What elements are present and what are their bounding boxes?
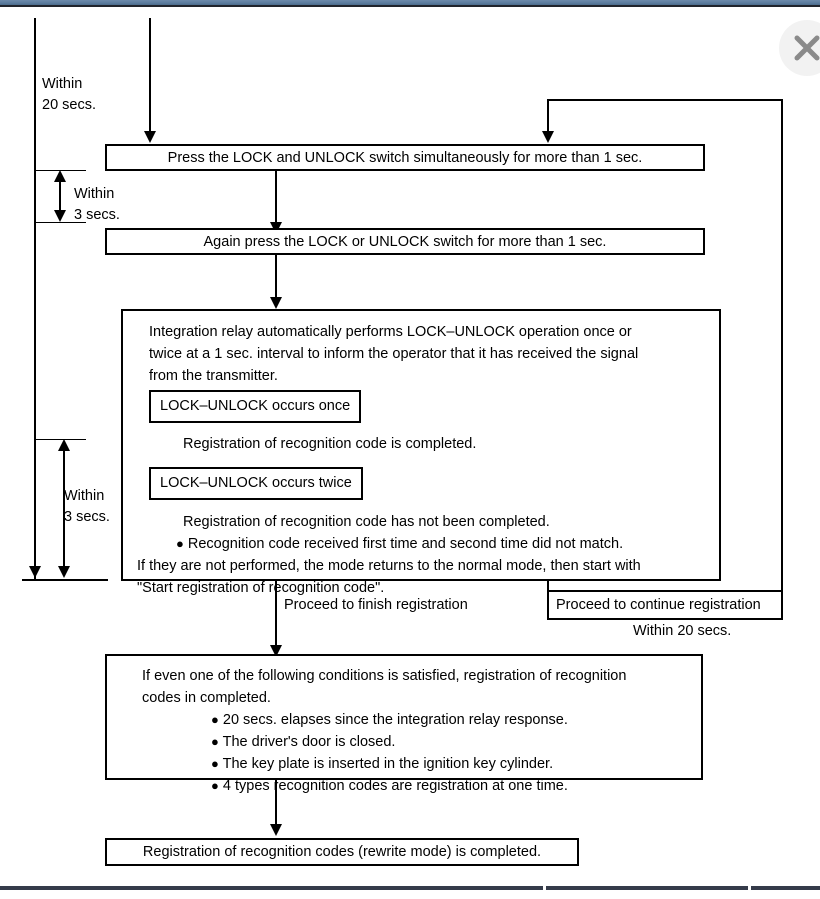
rail-label-3secs-upper-line1: Within <box>74 186 115 202</box>
connector-step1-step2-shaft <box>275 171 277 222</box>
branch-continue-box: Proceed to continue registration <box>547 590 783 620</box>
rail-label-3secs-upper-line2: 3 secs. <box>74 206 120 223</box>
branch-continue-label: Proceed to continue registration <box>556 597 761 613</box>
relay-case-twice-bullet-text: Recognition code received first time and… <box>187 536 624 553</box>
top-chrome-bar <box>0 0 820 5</box>
entry-arrow-shaft <box>149 18 151 131</box>
conditions-bullet-text: 4 types recognition codes are registrati… <box>222 778 568 795</box>
top-chrome-rule <box>0 5 820 7</box>
loop-top-line <box>547 99 783 101</box>
entry-arrow-head <box>144 131 156 143</box>
relay-case-twice-box: LOCK–UNLOCK occurs twice <box>149 467 363 501</box>
rail-arrow-3secs-upper-head-bottom <box>54 210 66 222</box>
step-1-label: Press the LOCK and UNLOCK switch simulta… <box>167 149 643 166</box>
relay-intro-line-1: Integration relay automatically performs… <box>149 324 632 340</box>
bullet-icon: ● <box>176 536 184 552</box>
loop-arrow-head <box>542 131 554 143</box>
branch-finish-label: Proceed to finish registration <box>284 597 468 613</box>
relay-intro-line-2: twice at a 1 sec. interval to inform the… <box>149 346 639 363</box>
connector-conditions-final-head <box>270 824 282 836</box>
rail-label-20secs-line2: 20 secs. <box>42 96 96 113</box>
relay-case-once-box: LOCK–UNLOCK occurs once <box>149 390 362 424</box>
branch-continue-shaft <box>547 581 549 591</box>
relay-case-twice-label: LOCK–UNLOCK occurs twice <box>160 475 352 492</box>
step-2-box: Again press the LOCK or UNLOCK switch fo… <box>105 228 705 255</box>
conditions-bullet-row: ● 20 secs. elapses since the integration… <box>133 709 687 731</box>
step-2-label: Again press the LOCK or UNLOCK switch fo… <box>203 233 607 250</box>
rail-arrow-3secs-lower-shaft <box>63 449 65 568</box>
connector-conditions-final-shaft <box>275 780 277 827</box>
close-button[interactable] <box>779 20 820 76</box>
rail-arrow-20secs-head <box>29 566 41 578</box>
branch-continue-note: Within 20 secs. <box>633 623 732 639</box>
connector-step2-relay-head <box>270 297 282 309</box>
rail-label-3secs-lower: Within 3 secs. <box>64 486 110 527</box>
bottom-chrome-rule <box>0 886 820 890</box>
relay-intro-line-3: from the transmitter. <box>149 368 278 385</box>
rail-tick-lower <box>34 222 86 223</box>
relay-case-twice-bullet-row: ● Recognition code received first time a… <box>149 533 705 555</box>
final-box: Registration of recognition codes (rewri… <box>105 838 579 866</box>
rail-arrow-3secs-upper-shaft <box>59 180 61 212</box>
conditions-bullet-row: ● The key plate is inserted in the ignit… <box>133 753 687 775</box>
rail-label-3secs-lower-line2: 3 secs. <box>64 508 110 525</box>
close-icon <box>794 35 820 61</box>
relay-case-once-label: LOCK–UNLOCK occurs once <box>160 398 351 415</box>
conditions-bullet-text: 20 secs. elapses since the integration r… <box>222 712 568 729</box>
rail-label-3secs-lower-line1: Within <box>64 488 105 504</box>
relay-case-once-result: Registration of recognition code is comp… <box>183 436 477 453</box>
bullet-icon: ● <box>211 756 219 772</box>
bullet-icon: ● <box>211 712 219 728</box>
bullet-icon: ● <box>211 778 219 794</box>
bullet-icon: ● <box>211 734 219 750</box>
final-box-label: Registration of recognition codes (rewri… <box>142 844 542 860</box>
rail-label-20secs-line1: Within <box>42 76 83 92</box>
rail-arrow-3secs-lower-head-bottom <box>58 566 70 578</box>
relay-case-twice-result: Registration of recognition code has not… <box>183 514 550 531</box>
rail-arrow-3secs-lower-head-top <box>58 439 70 451</box>
conditions-bullet-text: The driver's door is closed. <box>222 734 396 751</box>
step-1-box: Press the LOCK and UNLOCK switch simulta… <box>105 144 705 171</box>
relay-description-box: Integration relay automatically performs… <box>121 309 721 596</box>
loop-right-vertical <box>781 99 783 605</box>
conditions-bullet-text: The key plate is inserted in the ignitio… <box>222 756 554 773</box>
conditions-bullet-row: ● The driver's door is closed. <box>133 731 687 753</box>
rail-label-20secs: Within 20 secs. <box>42 74 96 115</box>
rail-vertical-line <box>34 18 36 580</box>
bottom-chrome-separator <box>543 886 546 890</box>
rail-label-3secs-upper: Within 3 secs. <box>74 184 120 225</box>
loop-left-down-shaft <box>547 99 549 131</box>
conditions-intro-line-2: codes in completed. <box>142 690 271 707</box>
relay-outro-line-1: If they are not performed, the mode retu… <box>137 558 641 575</box>
rail-baseline <box>22 579 108 581</box>
conditions-bullet-row: ● 4 types recognition codes are registra… <box>133 775 687 797</box>
connector-step2-relay-shaft <box>275 255 277 301</box>
conditions-box: If even one of the following conditions … <box>105 654 703 794</box>
bottom-chrome-separator <box>748 886 751 890</box>
branch-finish-shaft <box>275 581 277 649</box>
relay-outro-line-2: "Start registration of recognition code"… <box>137 580 385 597</box>
conditions-intro-line-1: If even one of the following conditions … <box>142 668 627 684</box>
rail-arrow-3secs-upper-head-top <box>54 170 66 182</box>
